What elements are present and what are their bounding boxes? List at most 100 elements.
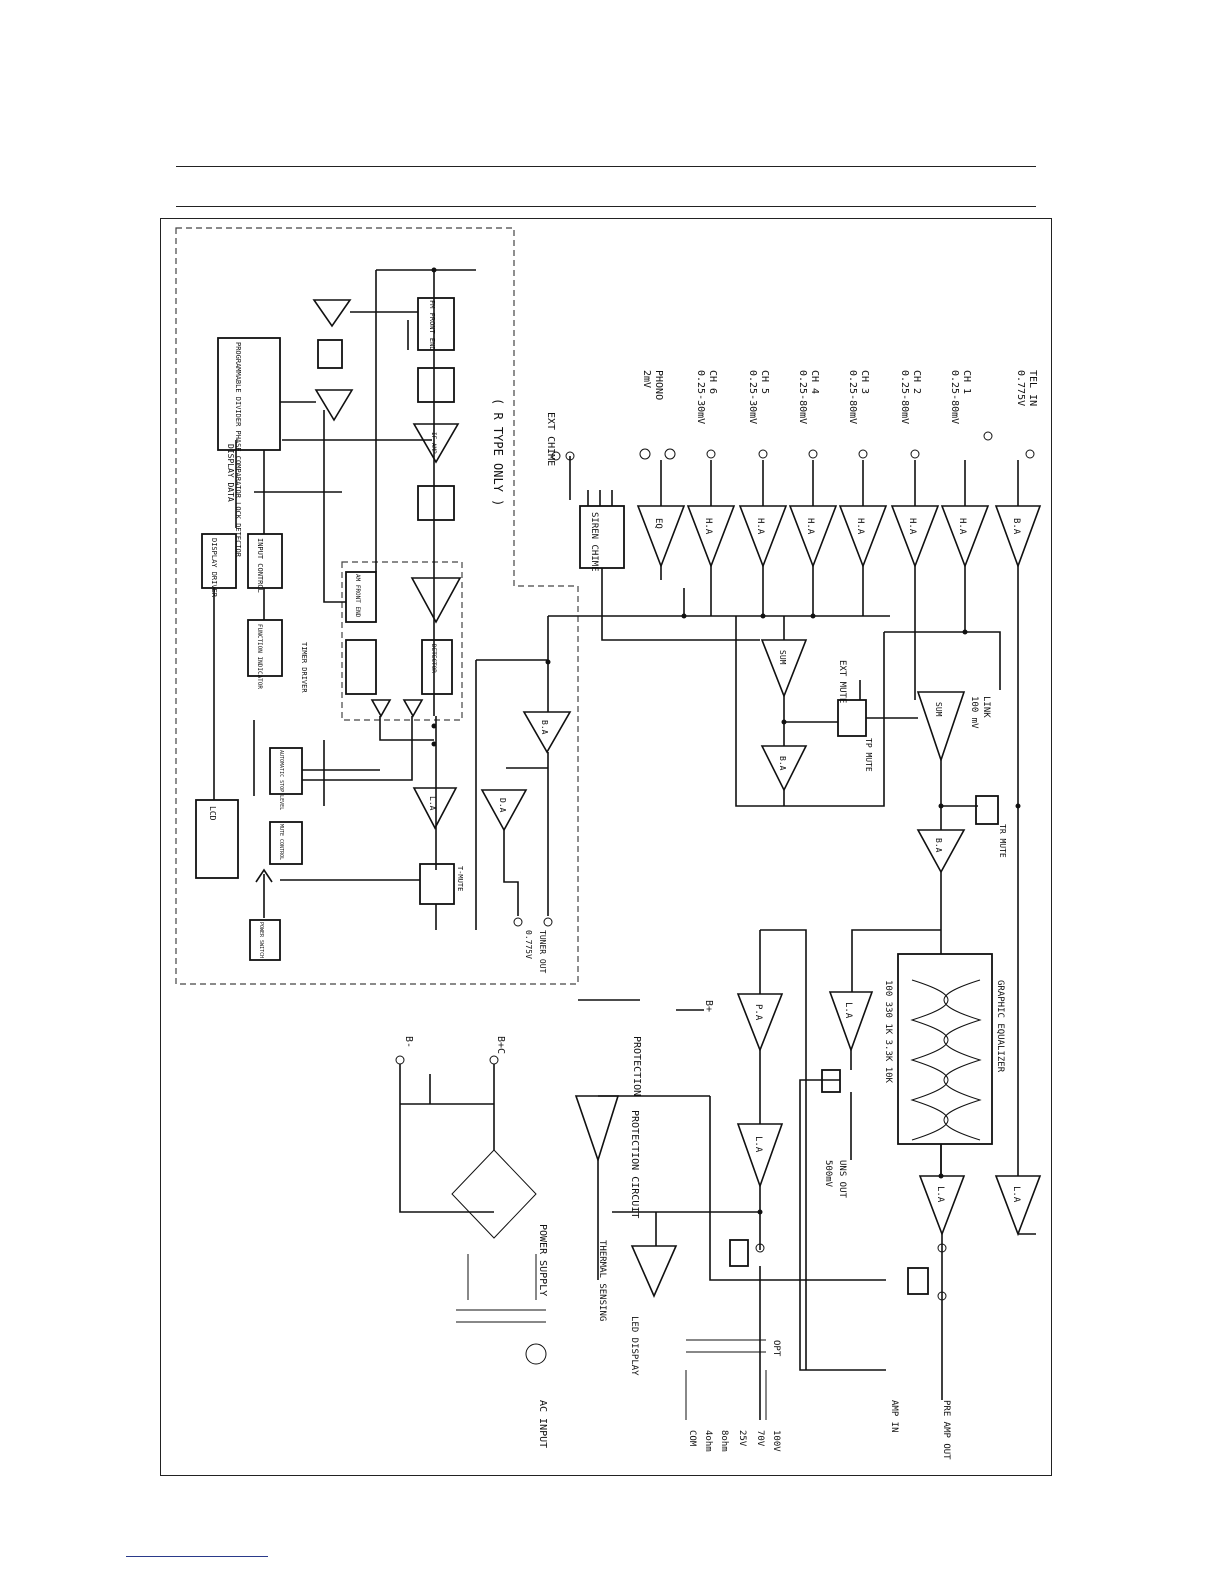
led-display-label: LED DISPLAY [629, 1316, 639, 1376]
tel-in-level: 0.775V [1015, 370, 1026, 406]
timer-driver-label: TIMER DRIVER [300, 642, 308, 693]
ch1-level: 0.25-80mV [949, 370, 960, 424]
ch6-ha-triangle [686, 505, 736, 569]
ch6-name: CH 6 [707, 370, 718, 394]
tap-70v: 70V [755, 1430, 765, 1447]
tp-mute-switch [837, 699, 867, 737]
tuner-buffer-triangle-2 [402, 699, 424, 718]
input-control-block [247, 533, 283, 589]
pre-la-triangle [918, 1175, 966, 1237]
ch2-level: 0.25-80mV [899, 370, 910, 424]
protection-wire [578, 999, 704, 1011]
link-label: LINK [981, 696, 991, 718]
ch2-ha-triangle [890, 505, 940, 569]
ch5-ha-label: H.A [755, 518, 765, 535]
siren-chime-block [579, 505, 625, 569]
sum-amp-1-label: SUM [778, 650, 787, 665]
pre-out-label: PRE AMP OUT [941, 1400, 951, 1460]
auto-stop-label: AUTOMATIC STOP LEVEL [278, 750, 284, 810]
ch6-ha-label: H.A [703, 518, 713, 535]
ch5-ha-triangle [738, 505, 788, 569]
phono-name: PHONO [653, 370, 664, 400]
uns-out-label: UNS OUT [837, 1160, 847, 1199]
osc-amp-triangle-2 [314, 389, 354, 422]
led-driver-triangle [630, 1245, 678, 1298]
block-diagram-frame [160, 218, 1052, 1476]
tuner-out-wire [475, 616, 549, 930]
channel-input-wires [569, 456, 1019, 806]
display-driver-label: DISPLAY DRIVER [210, 538, 218, 598]
fm-front-end-block [417, 297, 455, 351]
b-plus-c-label: B+C [495, 1036, 506, 1054]
ch4-name: CH 4 [809, 370, 820, 394]
ext-mute-label: EXT MUTE [837, 660, 847, 703]
ch6-level: 0.25-30mV [695, 370, 706, 424]
protection-circuit-label: PROTECTION CIRCUIT [629, 1110, 640, 1218]
power-supply-wires [399, 1064, 710, 1280]
graphic-eq-block [897, 953, 993, 1145]
ch2-ha-label: H.A [907, 518, 917, 535]
output-wires [612, 929, 1036, 1420]
ch1-ha-label: H.A [957, 518, 967, 535]
if-subsection-outline [341, 561, 463, 721]
ba-after-sum-label: B.A [778, 756, 787, 771]
amp-relay-2 [907, 1267, 929, 1295]
uns-level: 500mV [823, 1160, 833, 1188]
if-amp-triangle [412, 423, 460, 464]
sum-amp-1 [760, 639, 808, 699]
power-switch-label: POWER SWITCH [258, 922, 264, 958]
ch2-name: CH 2 [911, 370, 922, 394]
sum-amp-2 [916, 691, 966, 763]
ch4-ha-triangle [788, 505, 838, 569]
auto-stop-level-block [269, 747, 303, 795]
phono-eq-label: EQ [653, 518, 663, 529]
ch1-name: CH 1 [961, 370, 972, 394]
input-control-label: INPUT CONTROL [256, 538, 264, 593]
tuner-ba-triangle [522, 711, 572, 754]
pre-la-label: L.A [935, 1186, 945, 1203]
opt-label: OPT [771, 1340, 781, 1357]
am-front-end-block [345, 571, 377, 623]
if-filter-block-1 [417, 367, 455, 403]
la-mid-label: L.A [753, 1136, 763, 1153]
fm-detector-block [421, 639, 453, 695]
header-rule-bottom [176, 206, 1036, 207]
tap-100v: 100V [771, 1430, 781, 1452]
protection-label: PROTECTION [631, 1036, 642, 1096]
tuner-mute-label: T-MUTE [456, 866, 464, 891]
b-minus-label: B- [403, 1036, 414, 1048]
ch5-name: CH 5 [759, 370, 770, 394]
optional-section-label: ( R TYPE ONLY ) [491, 398, 505, 506]
tuner-out-label: TUNER OUT [538, 930, 547, 974]
sum-amp-2-label: SUM [934, 702, 943, 717]
footer-link-line [126, 1556, 268, 1557]
ch1-ha-triangle [940, 505, 990, 569]
ch3-ha-triangle [838, 505, 888, 569]
uns-la-label: L.A [843, 1002, 853, 1019]
tr-mute-switch [975, 795, 999, 825]
tap-com: COM [687, 1430, 697, 1447]
ch3-level: 0.25-80mV [847, 370, 858, 424]
tap-8ohm: 8ohm [719, 1430, 729, 1452]
amp-in-label: AMP IN [889, 1400, 899, 1433]
tp-mute-label: TP MUTE [864, 738, 873, 772]
tuner-da-triangle [480, 789, 528, 832]
ac-input-label: AC INPUT [537, 1400, 548, 1448]
tel-in-name: TEL IN [1027, 370, 1038, 406]
function-indicator-label: FUNCTION INDICATOR [256, 624, 263, 689]
rectifier-bridge [451, 1149, 537, 1239]
mute-control-label: MUTE CONTROL [278, 824, 284, 860]
aux-la-triangle [994, 1175, 1042, 1237]
tuner-wire [213, 269, 476, 930]
ra-label: P.A [753, 1004, 763, 1021]
tuner-da-label: D.A [498, 798, 507, 813]
power-switch-block [249, 919, 281, 961]
fm-front-end-label: FM FRONT END [428, 300, 436, 351]
aux-la-label: L.A [1011, 1186, 1021, 1203]
protection-circuit-triangle [574, 1095, 620, 1163]
ch5-level: 0.25-30mV [747, 370, 758, 424]
tuner-buffer-triangle-1 [370, 699, 392, 718]
ch4-level: 0.25-80mV [797, 370, 808, 424]
display-data-label: DISPLAY DATA [226, 444, 235, 502]
